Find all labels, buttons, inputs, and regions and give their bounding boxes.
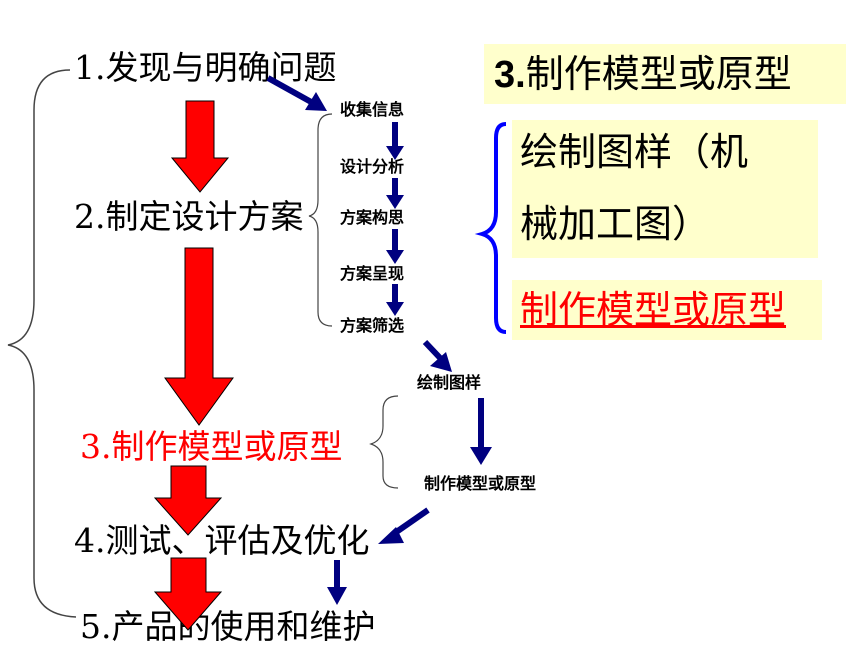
design-substep-2: 设计分析: [340, 157, 405, 176]
panel-title-number: 3.: [494, 54, 526, 96]
design-substep-3: 方案构思: [340, 208, 405, 227]
step-1-label: 1.发现与明确问题: [74, 48, 337, 87]
panel-item-1-line-2: 械加工图）: [520, 202, 711, 246]
red-arrow-2-to-3: [164, 247, 234, 426]
navy-arrow-screen-to-draw: [422, 339, 445, 363]
step-4-label: 4.测试、评估及优化: [74, 521, 370, 560]
panel-title-text: 制作模型或原型: [525, 52, 792, 96]
panel-blue-brace: [474, 122, 507, 334]
navy-arrowhead-sub-4-5: [386, 302, 404, 316]
navy-arrowhead-make-to-test: [378, 527, 404, 544]
navy-arrowhead-screen-to-draw: [430, 352, 452, 372]
design-substeps-brace: [308, 113, 333, 327]
navy-arrowhead-step1: [305, 92, 327, 111]
navy-arrowhead-sub-2-3: [386, 195, 404, 209]
step-3-label: 3.制作模型或原型: [80, 427, 343, 466]
main-left-brace: [7, 69, 77, 618]
navy-arrowhead-sub-3-4: [386, 250, 404, 264]
panel-title: 3.制作模型或原型: [494, 52, 792, 97]
panel-title-box: 3.制作模型或原型: [484, 44, 846, 104]
panel-item-1-line-1: 绘制图样（机: [520, 130, 749, 174]
step-2-label: 2.制定设计方案: [74, 197, 304, 236]
step-5-label: 5.产品的使用和维护: [80, 607, 376, 646]
prototype-substep-1: 绘制图样: [417, 373, 482, 392]
navy-arrow-step1-to-collect: [266, 75, 315, 106]
navy-arrowhead-test-to-use: [327, 587, 347, 605]
design-substep-4: 方案呈现: [340, 264, 405, 283]
navy-arrow-make-to-test: [390, 507, 430, 538]
navy-arrowhead-draw-to-make: [470, 447, 492, 465]
panel-item-2-box: 制作模型或原型: [512, 280, 822, 340]
navy-arrowhead-sub-1-2: [386, 146, 404, 160]
prototype-substep-2: 制作模型或原型: [424, 474, 537, 493]
design-substep-1: 收集信息: [340, 100, 405, 119]
red-arrow-4-to-5: [153, 557, 223, 631]
red-arrow-3-to-4: [153, 465, 223, 536]
panel-item-1-box: 绘制图样（机 械加工图）: [512, 120, 818, 258]
design-substep-5: 方案筛选: [340, 316, 405, 335]
red-arrow-1-to-2: [170, 100, 230, 193]
prototype-substeps-brace: [369, 395, 399, 489]
panel-item-2[interactable]: 制作模型或原型: [520, 288, 787, 332]
